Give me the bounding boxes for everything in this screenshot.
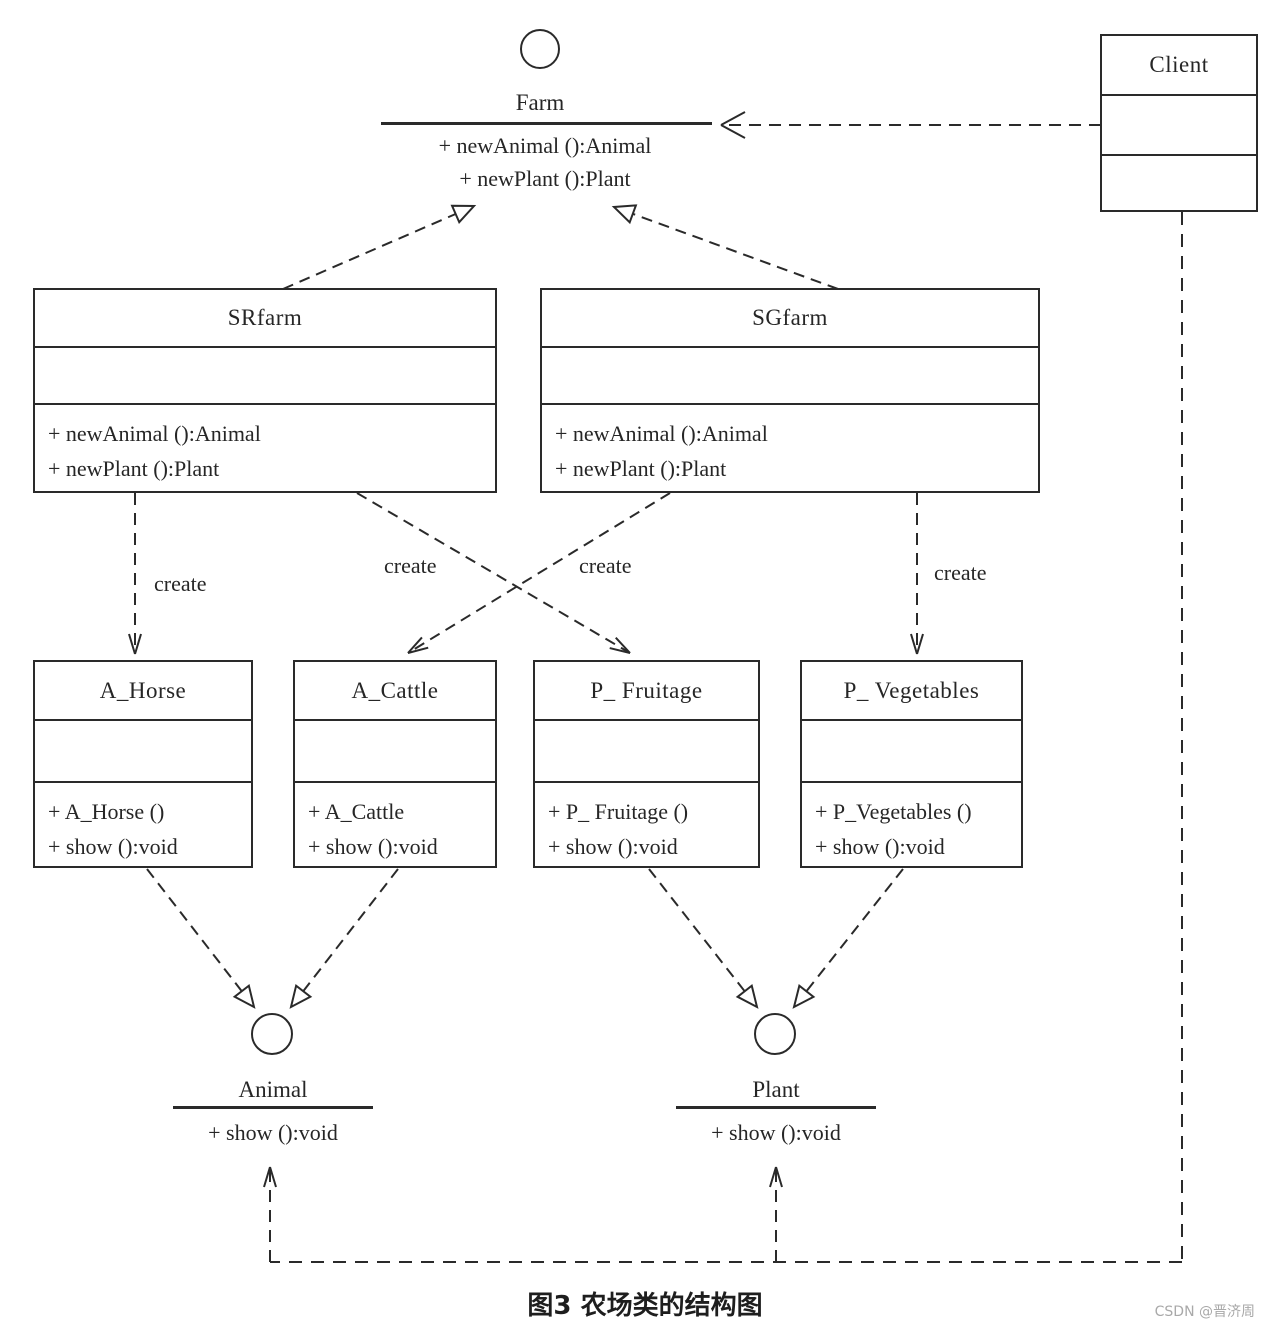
class-operations: + P_ Fruitage () + show ():void bbox=[535, 783, 758, 864]
edge-label-create: create bbox=[154, 571, 207, 596]
animal-interface-name: Animal bbox=[238, 1077, 308, 1102]
operation: + P_Vegetables () bbox=[815, 799, 972, 824]
class-title: P_ Fruitage bbox=[535, 662, 758, 721]
plant-interface-name: Plant bbox=[752, 1077, 800, 1102]
operation: + A_Horse () bbox=[48, 799, 165, 824]
operation: + newPlant ():Plant bbox=[48, 456, 220, 481]
operation: + P_ Fruitage () bbox=[548, 799, 689, 824]
edge-sgfarm-create-a-cattle bbox=[407, 492, 671, 654]
class-operations-empty bbox=[1102, 156, 1256, 167]
edge-a-cattle-realizes-animal bbox=[289, 868, 399, 1009]
class-title: SGfarm bbox=[542, 290, 1038, 348]
edge-sgfarm-realizes-farm bbox=[611, 204, 839, 290]
farm-interface-lollipop-icon bbox=[520, 29, 560, 69]
edge-label-create: create bbox=[579, 553, 632, 578]
animal-interface-lollipop-icon bbox=[251, 1013, 293, 1055]
operation: + A_Cattle bbox=[308, 799, 405, 824]
class-operations: + newAnimal ():Animal + newPlant ():Plan… bbox=[35, 405, 495, 486]
operation: + show ():void bbox=[548, 834, 678, 859]
edge-p-fruitage-realizes-plant bbox=[648, 868, 759, 1009]
class-attributes-empty bbox=[535, 721, 758, 783]
class-attributes-empty bbox=[542, 348, 1038, 405]
edge-label-create: create bbox=[384, 553, 437, 578]
class-a-cattle: A_Cattle + A_Cattle + show ():void bbox=[293, 660, 497, 868]
animal-operation: + show ():void bbox=[208, 1120, 338, 1145]
class-p-fruitage: P_ Fruitage + P_ Fruitage () + show ():v… bbox=[533, 660, 760, 868]
operation: + show ():void bbox=[308, 834, 438, 859]
class-title: Client bbox=[1102, 36, 1256, 96]
class-title: P_ Vegetables bbox=[802, 662, 1021, 721]
plant-operation: + show ():void bbox=[711, 1120, 841, 1145]
class-attributes-empty bbox=[1102, 96, 1256, 156]
operation: + newAnimal ():Animal bbox=[555, 421, 768, 446]
class-sgfarm: SGfarm + newAnimal ():Animal + newPlant … bbox=[540, 288, 1040, 493]
figure-caption: 图3 农场类的结构图 bbox=[527, 1291, 763, 1321]
class-operations: + A_Horse () + show ():void bbox=[35, 783, 251, 864]
plant-interface-lollipop-icon bbox=[754, 1013, 796, 1055]
class-operations: + P_Vegetables () + show ():void bbox=[802, 783, 1021, 864]
class-client: Client bbox=[1100, 34, 1258, 212]
class-title: SRfarm bbox=[35, 290, 495, 348]
farm-operation: + newPlant ():Plant bbox=[459, 166, 631, 191]
class-operations: + newAnimal ():Animal + newPlant ():Plan… bbox=[542, 405, 1038, 486]
class-title: A_Horse bbox=[35, 662, 251, 721]
operation: + newPlant ():Plant bbox=[555, 456, 727, 481]
class-operations: + A_Cattle + show ():void bbox=[295, 783, 495, 864]
operation: + show ():void bbox=[48, 834, 178, 859]
farm-operation: + newAnimal ():Animal bbox=[438, 133, 652, 158]
class-attributes-empty bbox=[802, 721, 1021, 783]
class-attributes-empty bbox=[295, 721, 495, 783]
animal-interface-rule bbox=[173, 1106, 373, 1109]
edge-p-vegetables-realizes-plant bbox=[792, 868, 904, 1009]
operation: + show ():void bbox=[815, 834, 945, 859]
edge-a-horse-realizes-animal bbox=[146, 868, 256, 1009]
class-attributes-empty bbox=[35, 721, 251, 783]
edge-srfarm-realizes-farm bbox=[282, 204, 477, 290]
class-a-horse: A_Horse + A_Horse () + show ():void bbox=[33, 660, 253, 868]
watermark-text: CSDN @晋济周 bbox=[1154, 1304, 1255, 1320]
plant-interface-rule bbox=[676, 1106, 876, 1109]
class-attributes-empty bbox=[35, 348, 495, 405]
class-srfarm: SRfarm + newAnimal ():Animal + newPlant … bbox=[33, 288, 497, 493]
farm-interface-rule bbox=[381, 122, 712, 125]
edge-label-create: create bbox=[934, 560, 987, 585]
farm-interface-name: Farm bbox=[515, 90, 565, 115]
class-p-vegetables: P_ Vegetables + P_Vegetables () + show (… bbox=[800, 660, 1023, 868]
operation: + newAnimal ():Animal bbox=[48, 421, 261, 446]
class-title: A_Cattle bbox=[295, 662, 495, 721]
